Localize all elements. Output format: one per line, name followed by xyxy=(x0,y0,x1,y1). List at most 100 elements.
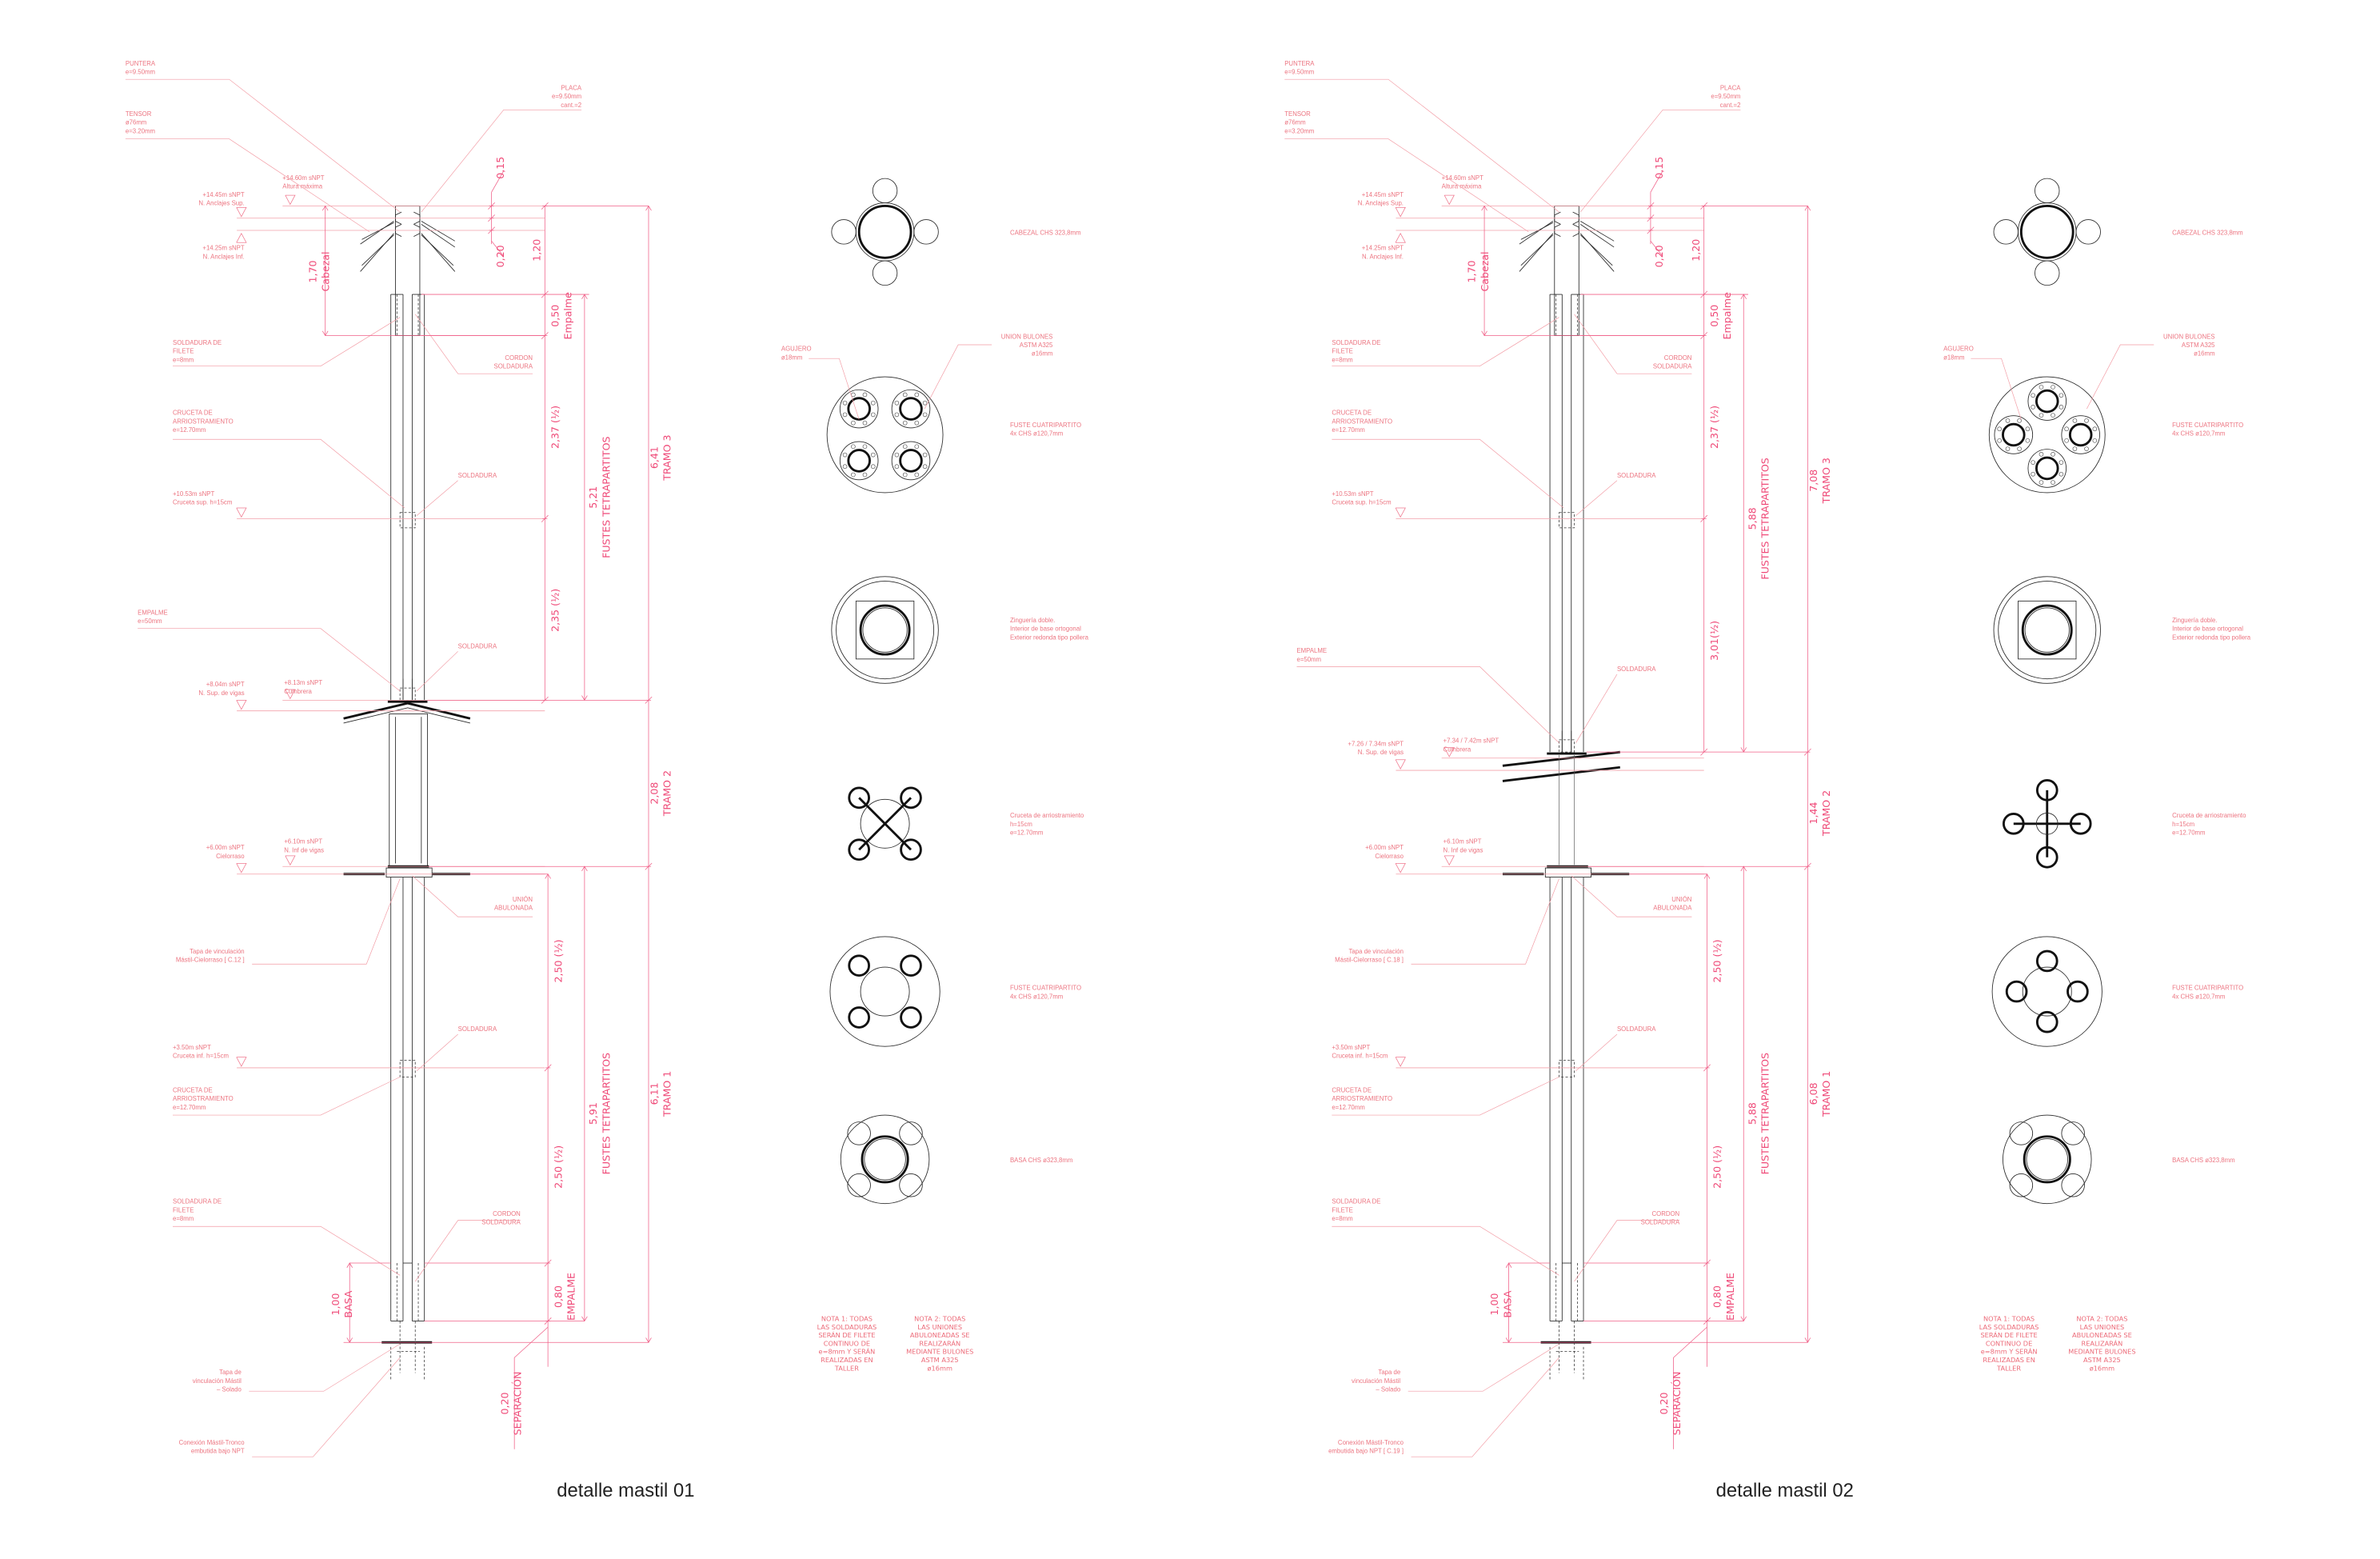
callout-soldadura-3: SOLDADURA xyxy=(416,1025,497,1071)
callout-soldadura-3: SOLDADURA xyxy=(1575,1025,1656,1071)
leader-line xyxy=(1296,666,1559,743)
callout-soldadura-2: SOLDADURA xyxy=(1575,666,1656,743)
note-2: REALIZARÁN xyxy=(919,1338,960,1347)
note-2: MEDIANTE BULONES xyxy=(2068,1348,2135,1356)
leader-line xyxy=(1575,1033,1618,1071)
level-label: Cruceta inf. h=15cm xyxy=(173,1053,229,1060)
bolt-hole xyxy=(2031,471,2035,477)
tapa-cielorraso xyxy=(385,867,433,877)
base-ortogonal xyxy=(2018,600,2077,660)
dimension-text: FUSTES TETRAPARTITOS xyxy=(1759,458,1771,579)
tensor-line xyxy=(1579,221,1615,242)
dimension-text: BASA xyxy=(342,1290,354,1317)
callout-label: SOLDADURA xyxy=(1617,1025,1656,1033)
leader-line xyxy=(252,1357,401,1457)
dimension-leader xyxy=(491,170,505,193)
level-label: +7.34 / 7.42m sNPT xyxy=(1444,738,1499,745)
note-1: NOTA 1: TODAS xyxy=(1983,1315,2035,1323)
level-label: +10.53m sNPT xyxy=(1332,490,1373,498)
bolt-hole xyxy=(870,452,876,458)
cabezal-tube xyxy=(862,607,908,653)
callout-label: Mástil-Cielorraso [ C.12 ] xyxy=(176,957,245,964)
level-marker-icon xyxy=(285,855,296,866)
dimension-text: 6,11 xyxy=(648,1082,660,1105)
dimension-arrow xyxy=(1481,205,1488,211)
leader-line xyxy=(421,109,582,213)
callout-label: SOLDADURA DE xyxy=(1332,339,1380,346)
leader-line xyxy=(1575,674,1618,743)
tensor-tube xyxy=(2035,260,2060,286)
note-2: ABULONEADAS SE xyxy=(2072,1331,2132,1339)
dimension-text: 0,20 xyxy=(1653,245,1665,267)
mast-body xyxy=(343,206,471,1381)
bolt-hole xyxy=(2005,418,2011,423)
section-label: ASTM A325 xyxy=(2182,342,2215,349)
level-marker-icon xyxy=(1444,855,1455,866)
bolt-hole xyxy=(922,464,928,470)
fuste-tube xyxy=(2035,389,2059,414)
callout-label: ARRIOSTRAMIENTO xyxy=(173,1095,234,1102)
level-marker-icon xyxy=(236,206,247,218)
dimension-text: 2,50 (½) xyxy=(1711,1145,1723,1189)
leader-line xyxy=(416,1033,458,1071)
level-label: N. Anclajes Inf. xyxy=(1362,253,1404,260)
bolt-hole xyxy=(2059,460,2064,465)
fuste-tube xyxy=(848,838,870,861)
callout-label: embutida bajo NPT [ C.19 ] xyxy=(1328,1448,1404,1455)
level-marker-icon xyxy=(1395,232,1406,243)
section-label: FUSTE CUATRIPARTITO xyxy=(1010,422,1081,429)
callout-label: PUNTERA xyxy=(1284,60,1315,67)
dimension-leader xyxy=(513,1326,549,1449)
section-zingueria: Zinguería doble. Interior de base ortogo… xyxy=(831,576,1089,684)
section-outline xyxy=(1988,376,2106,494)
section-outline xyxy=(860,798,910,849)
note-2: LAS UNIONES xyxy=(917,1323,962,1331)
level-label: Cumbrera xyxy=(284,688,312,695)
callout-label: CRUCETA DE xyxy=(173,1086,213,1093)
callout-label: e=3.20mm xyxy=(1284,127,1314,134)
dimension-text: 1,20 xyxy=(531,239,543,262)
bolt-hole xyxy=(2064,426,2069,432)
bolt-hole xyxy=(914,444,920,450)
flange xyxy=(839,389,879,429)
bolt-hole xyxy=(894,412,900,418)
callout-label: CORDON xyxy=(505,354,533,362)
level-label: +7.26 / 7.34m sNPT xyxy=(1348,741,1404,748)
callout-label: UNIÓN xyxy=(513,896,533,903)
tensor-line xyxy=(1579,233,1615,272)
dimension-text: 0,80 xyxy=(552,1285,564,1308)
section-label: e=12.70mm xyxy=(2172,829,2205,837)
dimension-text: SEPARACIÓN xyxy=(1671,1372,1683,1436)
dimension-text: 0,20 xyxy=(1658,1392,1670,1414)
flange xyxy=(891,389,931,429)
note-2: ø16mm xyxy=(928,1364,952,1372)
bolt-hole xyxy=(842,452,848,458)
callout-label: PLACA xyxy=(561,85,582,92)
leader-line xyxy=(1575,480,1618,516)
leader-line xyxy=(249,1343,401,1392)
leader-line xyxy=(412,875,533,917)
level-label: Cruceta inf. h=15cm xyxy=(1332,1053,1388,1060)
callout-label: ARRIOSTRAMIENTO xyxy=(1332,1095,1392,1102)
level-marker-icon xyxy=(1395,863,1406,873)
level-label: +14.60m sNPT xyxy=(1442,174,1484,182)
level-label: +10.53m sNPT xyxy=(173,490,214,498)
callout-label: FILETE xyxy=(1332,1206,1352,1213)
note-1: NOTA 1: TODAS xyxy=(821,1315,873,1323)
callout-label: Tapa de vinculación xyxy=(1349,948,1404,955)
tensor-line xyxy=(421,223,456,248)
fuste-tube xyxy=(847,397,871,421)
section-cabezal: CABEZAL CHS 323,8mm xyxy=(831,178,1081,286)
bolt-hole xyxy=(851,472,856,478)
dimension-arrow xyxy=(1740,1316,1747,1322)
tensor-line xyxy=(1519,221,1554,245)
note-1: SERÁN DE FILETE xyxy=(818,1330,875,1339)
callout-label: FILETE xyxy=(173,1206,194,1213)
bolt-hole xyxy=(902,444,908,450)
